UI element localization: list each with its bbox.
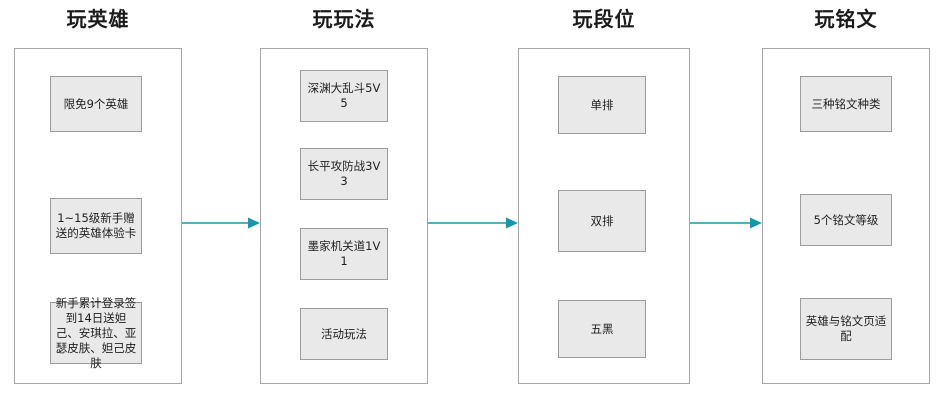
node-label-c4-3: 英雄与铭文页适配 [805,314,887,343]
node-c3-3[interactable]: 五黑 [558,300,646,358]
flow-column-3: 玩段位 单排 双排 五黑 [518,0,690,400]
node-c3-2[interactable]: 双排 [558,190,646,252]
arrow-2 [428,215,518,231]
column-title-3: 玩段位 [572,7,636,31]
node-label-c4-2: 5个铭文等级 [813,212,879,227]
column-title-4: 玩铭文 [814,7,878,31]
node-label-c3-3: 五黑 [590,321,614,336]
flow-column-4: 玩铭文 三种铭文种类 5个铭文等级 英雄与铭文页适配 [762,0,930,400]
arrow-1 [182,215,260,231]
node-c2-2[interactable]: 长平攻防战3V3 [300,148,388,200]
column-title-1: 玩英雄 [66,7,130,31]
node-c4-3[interactable]: 英雄与铭文页适配 [800,298,892,360]
node-c2-1[interactable]: 深渊大乱斗5V5 [300,70,388,122]
node-label-c3-2: 双排 [590,213,614,228]
node-c2-4[interactable]: 活动玩法 [300,308,388,360]
node-c1-3[interactable]: 新手累计登录签到14日送妲己、安琪拉、亚瑟皮肤、妲己皮肤 [50,296,142,370]
node-c2-3[interactable]: 墨家机关道1V1 [300,228,388,280]
node-c4-2[interactable]: 5个铭文等级 [800,194,892,246]
flow-column-2: 玩玩法 深渊大乱斗5V5 长平攻防战3V3 墨家机关道1V1 活动玩法 [260,0,428,400]
node-c1-1[interactable]: 限免9个英雄 [50,76,142,132]
node-c4-1[interactable]: 三种铭文种类 [800,76,892,132]
node-label-c2-3: 墨家机关道1V1 [307,239,381,268]
node-label-c1-2: 1~15级新手赠送的英雄体验卡 [55,211,137,240]
node-label-c3-1: 单排 [590,97,614,112]
node-label-c1-1: 限免9个英雄 [63,96,129,111]
node-label-c2-2: 长平攻防战3V3 [307,159,381,188]
flow-column-1: 玩英雄 限免9个英雄 1~15级新手赠送的英雄体验卡 新手累计登录签到14日送妲… [14,0,182,400]
node-label-c4-1: 三种铭文种类 [811,96,881,111]
node-label-c1-3: 新手累计登录签到14日送妲己、安琪拉、亚瑟皮肤、妲己皮肤 [55,295,137,370]
node-c1-2[interactable]: 1~15级新手赠送的英雄体验卡 [50,198,142,254]
arrow-3 [690,215,762,231]
column-title-2: 玩玩法 [312,7,376,31]
node-c3-1[interactable]: 单排 [558,76,646,134]
node-label-c2-1: 深渊大乱斗5V5 [307,81,381,110]
node-label-c2-4: 活动玩法 [321,326,367,341]
